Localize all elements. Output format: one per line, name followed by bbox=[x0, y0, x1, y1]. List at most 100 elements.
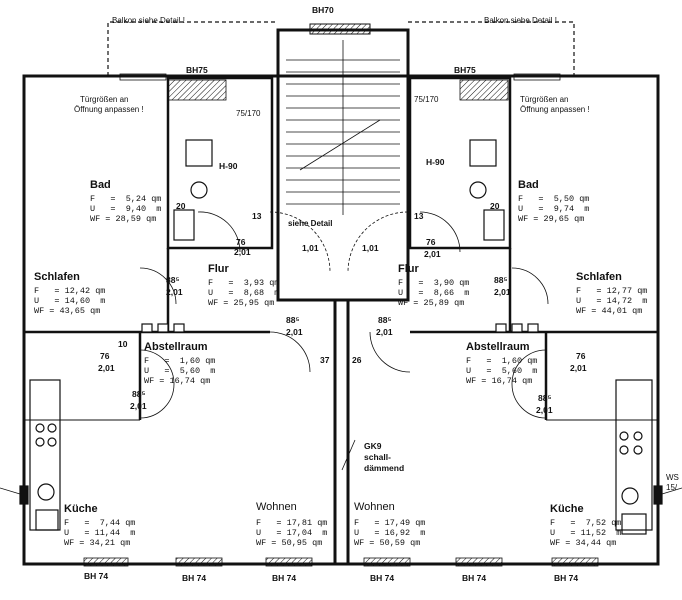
left-dim-37: 37 bbox=[320, 355, 330, 365]
left-kueche-wf: WF = 34,21 qm bbox=[64, 538, 131, 548]
left-schlafen-u: U = 14,60 m bbox=[34, 296, 106, 306]
wall-note-3: dämmend bbox=[364, 463, 405, 473]
left-kueche-u: U = 11,44 m bbox=[64, 528, 136, 538]
right-wohnen-u: U = 16,92 m bbox=[354, 528, 426, 538]
left-dim-20: 20 bbox=[176, 201, 186, 211]
left-flur-u: U = 8,68 m bbox=[208, 288, 280, 298]
balcony-left bbox=[107, 21, 278, 76]
left-dim-201e: 2,01 bbox=[130, 401, 147, 411]
right-wohnen-wf: WF = 50,59 qm bbox=[354, 538, 421, 548]
left-dim-201d: 2,01 bbox=[98, 363, 115, 373]
left-dim-88b: 88⁵ bbox=[286, 315, 300, 325]
right-dim-88a: 88⁵ bbox=[494, 275, 508, 285]
right-kueche-f: F = 7,52 qm bbox=[550, 518, 622, 528]
right-abstell-f: F = 1,60 qm bbox=[466, 356, 538, 366]
right-wohnen-title: Wohnen bbox=[354, 501, 395, 513]
right-schlafen-f: F = 12,77 qm bbox=[576, 286, 648, 296]
right-schlafen-wf: WF = 44,01 qm bbox=[576, 306, 643, 316]
left-dim-13: 13 bbox=[252, 211, 262, 221]
right-flur-f: F = 3,90 qm bbox=[398, 278, 470, 288]
right-abstell-wf: WF = 16,74 qm bbox=[466, 376, 533, 386]
stair-detail-note: siehe Detail bbox=[288, 219, 333, 228]
right-schlafen-title: Schlafen bbox=[576, 271, 622, 283]
right-kueche-u: U = 11,52 m bbox=[550, 528, 622, 538]
right-door-note-1: Türgrößen an bbox=[520, 95, 569, 104]
right-bath-small-dim: 75/170 bbox=[414, 95, 439, 104]
right-dim-26: 26 bbox=[352, 355, 362, 365]
right-wohnen-f: F = 17,49 qm bbox=[354, 518, 426, 528]
right-bad-wf: WF = 29,65 qm bbox=[518, 214, 585, 224]
right-dim-201e: 2,01 bbox=[536, 405, 553, 415]
right-kueche-title: Küche bbox=[550, 503, 584, 515]
balcony-right bbox=[408, 21, 575, 76]
left-bad-wf: WF = 28,59 qm bbox=[90, 214, 157, 224]
bh-left-label: BH75 bbox=[186, 65, 208, 75]
stair-dim-right: 1,01 bbox=[362, 243, 379, 253]
left-door-note-1: Türgrößen an bbox=[80, 95, 129, 104]
right-kueche-wf: WF = 34,44 qm bbox=[550, 538, 617, 548]
left-dim-76b: 76 bbox=[100, 351, 110, 361]
left-bad-u: U = 9,40 m bbox=[90, 204, 162, 214]
right-flur-u: U = 8,66 m bbox=[398, 288, 470, 298]
right-flur-title: Flur bbox=[398, 263, 419, 275]
right-door-note-2: Öffnung anpassen ! bbox=[520, 105, 590, 114]
left-bh74-b: BH 74 bbox=[182, 573, 207, 583]
right-dim-201c: 2,01 bbox=[376, 327, 393, 337]
left-bh74-a: BH 74 bbox=[84, 571, 109, 581]
left-dim-201b: 2,01 bbox=[166, 287, 183, 297]
wall-note-1: GK9 bbox=[364, 441, 382, 451]
right-bad-u: U = 9,74 m bbox=[518, 204, 590, 214]
left-wohnen-title: Wohnen bbox=[256, 501, 297, 513]
bh-right-label: BH75 bbox=[454, 65, 476, 75]
left-schlafen-wf: WF = 43,65 qm bbox=[34, 306, 101, 316]
left-kueche-f: F = 7,44 qm bbox=[64, 518, 136, 528]
left-dim-201c: 2,01 bbox=[286, 327, 303, 337]
left-wohnen-f: F = 17,81 qm bbox=[256, 518, 328, 528]
right-flur-wf: WF = 25,89 qm bbox=[398, 298, 465, 308]
right-schlafen-u: U = 14,72 m bbox=[576, 296, 648, 306]
left-bad-title: Bad bbox=[90, 179, 111, 191]
left-door-note-2: Öffnung anpassen ! bbox=[74, 105, 144, 114]
outer-wall bbox=[22, 74, 660, 566]
balcony-right-note: Balkon siehe Detail ! bbox=[484, 16, 557, 25]
right-ws-label: WS bbox=[666, 473, 679, 482]
right-dim-88b: 88⁵ bbox=[378, 315, 392, 325]
left-dim-76: 76 bbox=[236, 237, 246, 247]
right-bh74-a: BH 74 bbox=[370, 573, 395, 583]
left-dim-10: 10 bbox=[118, 339, 128, 349]
right-dim-201a: 2,01 bbox=[424, 249, 441, 259]
right-bad-f: F = 5,50 qm bbox=[518, 194, 590, 204]
stair-treads bbox=[286, 40, 400, 215]
wall-note-2: schall- bbox=[364, 452, 391, 462]
left-wohnen-wf: WF = 50,95 qm bbox=[256, 538, 323, 548]
right-bad-title: Bad bbox=[518, 179, 539, 191]
left-abstell-wf: WF = 16,74 qm bbox=[144, 376, 211, 386]
left-schlafen-f: F = 12,42 qm bbox=[34, 286, 106, 296]
right-dim-88c: 88⁵ bbox=[538, 393, 552, 403]
right-dim-13: 13 bbox=[414, 211, 424, 221]
left-dim-88a: 88⁵ bbox=[166, 275, 180, 285]
right-dim-201d: 2,01 bbox=[570, 363, 587, 373]
left-bh74-c: BH 74 bbox=[272, 573, 297, 583]
left-dim-88c: 88⁵ bbox=[132, 389, 146, 399]
left-bad-f: F = 5,24 qm bbox=[90, 194, 162, 204]
balcony-left-note: Balkon siehe Detail ! bbox=[112, 16, 185, 25]
left-kueche-title: Küche bbox=[64, 503, 98, 515]
right-dim-20: 20 bbox=[490, 201, 500, 211]
right-h90-label: H-90 bbox=[426, 157, 445, 167]
right-bh74-c: BH 74 bbox=[554, 573, 579, 583]
right-dim-76b: 76 bbox=[576, 351, 586, 361]
left-flur-wf: WF = 25,95 qm bbox=[208, 298, 275, 308]
stair-dim-left: 1,01 bbox=[302, 243, 319, 253]
left-dim-201a: 2,01 bbox=[234, 247, 251, 257]
left-flur-title: Flur bbox=[208, 263, 229, 275]
left-bath-small-dim: 75/170 bbox=[236, 109, 261, 118]
right-abstell-u: U = 5,60 m bbox=[466, 366, 538, 376]
right-ws-num: 15/ bbox=[666, 483, 678, 492]
right-abstell-title: Abstellraum bbox=[466, 341, 530, 353]
left-abstell-title: Abstellraum bbox=[144, 341, 208, 353]
left-abstell-f: F = 1,60 qm bbox=[144, 356, 216, 366]
left-flur-f: F = 3,93 qm bbox=[208, 278, 280, 288]
left-wohnen-u: U = 17,04 m bbox=[256, 528, 328, 538]
